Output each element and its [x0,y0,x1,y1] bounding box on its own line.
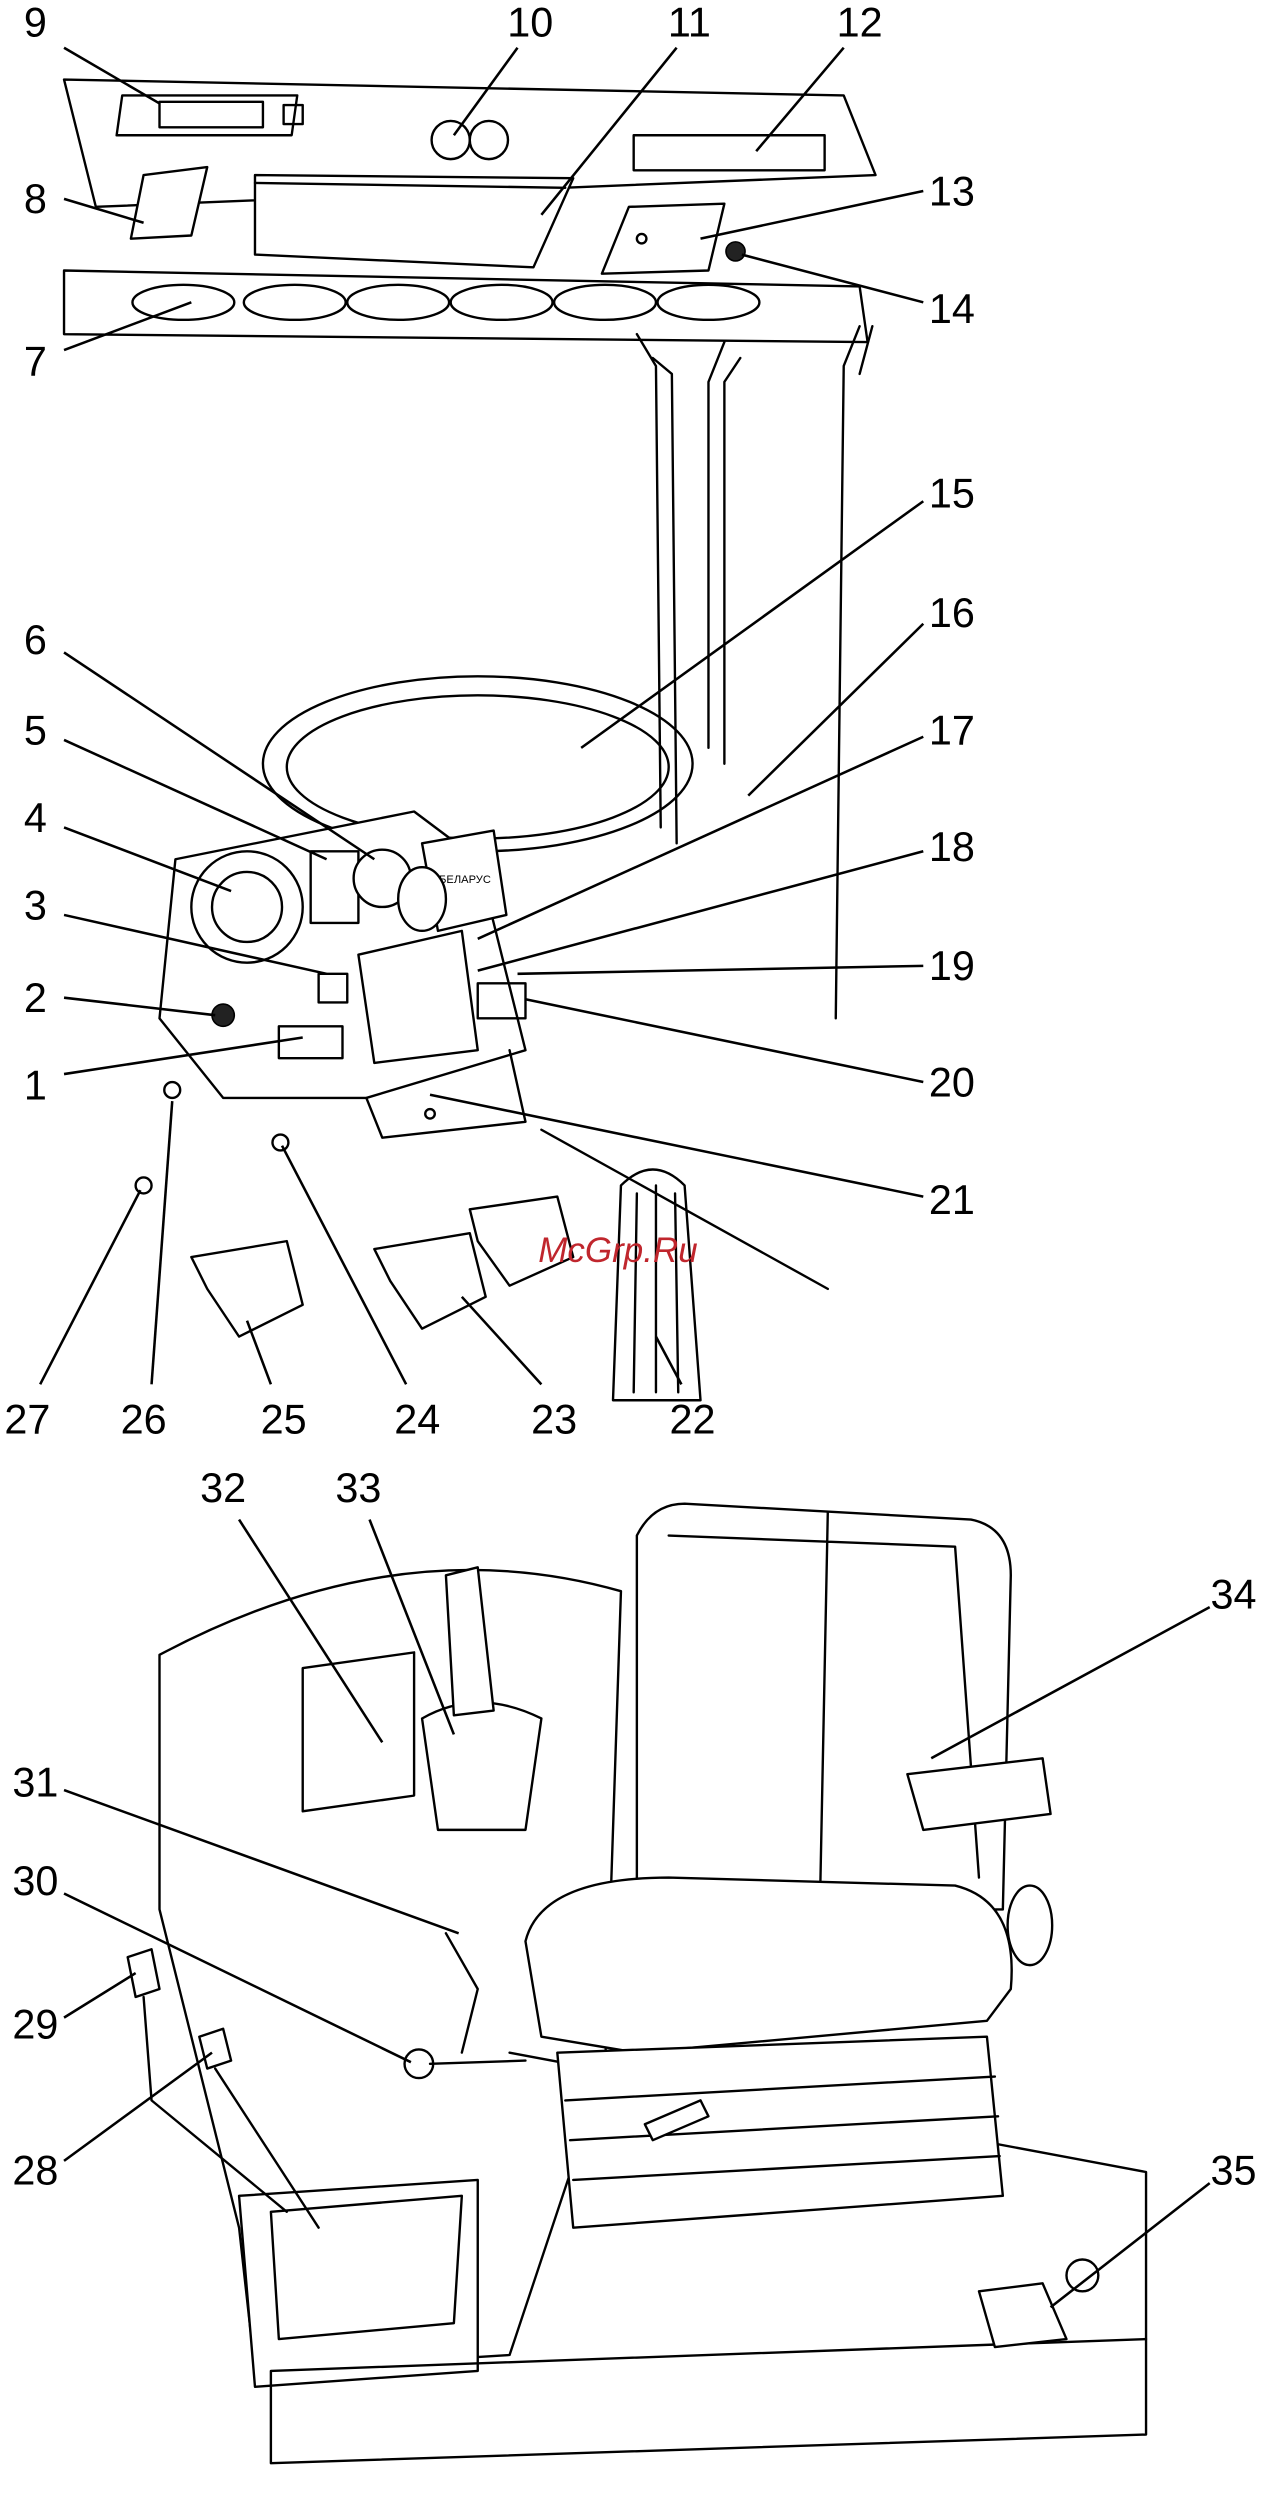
air-vent [449,283,554,322]
callout-number: 20 [929,1059,975,1105]
leader-line [245,1320,273,1385]
console [126,1566,623,2388]
leader-line [63,738,328,861]
callout-number: 16 [929,590,975,636]
callout-number: 23 [531,1397,577,1443]
callout-number: 30 [12,1858,58,1904]
air-vent [346,283,451,322]
callout-number: 2 [24,975,47,1021]
leader-line [63,1972,137,2019]
ceiling-panel [62,78,877,344]
watermark: McGrp.Ru [538,1231,697,1270]
callout-number: 3 [24,883,47,929]
leader-line [237,1518,384,1744]
seat [524,1502,1054,2229]
callout-number: 12 [837,0,883,46]
leader-line [517,964,924,976]
leader-line [63,1788,460,1935]
air-vent [552,283,658,322]
callout-number: 13 [929,168,975,214]
callout-number: 21 [929,1177,975,1223]
leader-line [280,1145,408,1385]
callout-number: 27 [4,1397,50,1443]
leader-line [741,253,924,304]
callout-number: 14 [929,286,975,332]
pedals [190,1168,702,1402]
leader-line [63,46,161,105]
leader-line [368,1519,456,1735]
callout-number: 22 [670,1397,716,1443]
leader-line [477,850,924,972]
callout-number: 17 [929,708,975,754]
leader-line [63,913,327,976]
callout-number: 19 [929,943,975,989]
callout-number: 35 [1211,2148,1257,2194]
leader-line [63,996,216,1017]
leader-line [63,826,232,893]
leader-line [429,1093,924,1198]
callout-number: 5 [24,708,47,754]
leader-line [63,301,192,352]
callout-number: 24 [394,1397,440,1443]
leader-line [63,1036,303,1076]
callout-number: 28 [12,2148,58,2194]
callout-number: 31 [12,1759,58,1805]
air-vent [656,283,761,322]
svg-text:БЕЛАРУС: БЕЛАРУС [439,874,491,886]
leader-line [654,1336,683,1385]
leader-line [580,500,925,749]
callout-number: 29 [12,2001,58,2047]
dashboard: БЕЛАРУС [158,810,527,1139]
callout-number: 10 [507,0,553,46]
leader-line [930,1605,1211,1760]
leader-line [540,46,678,216]
callout-number: 6 [24,617,47,663]
leader-line [1049,2182,1211,2309]
leader-line [477,735,924,940]
leader-line [755,46,845,152]
callout-number: 26 [121,1397,167,1443]
leader-line [452,46,519,137]
leader-line [150,1101,174,1385]
callout-number: 34 [1211,1572,1257,1618]
leader-line [63,2051,213,2162]
leader-line [39,1189,142,1385]
callout-number: 8 [24,176,47,222]
callout-number: 33 [335,1465,381,1511]
leader-line [63,1892,412,2064]
leader-line [700,189,924,240]
callout-number: 25 [261,1397,307,1443]
callout-number: 15 [929,471,975,517]
callout-number: 18 [929,824,975,870]
callout-number: 4 [24,795,47,841]
callout-number: 9 [24,0,47,46]
callout-number: 7 [24,339,47,385]
air-vent [131,283,236,322]
leader-line [460,1295,543,1386]
air-vent [242,283,347,322]
callout-number: 11 [668,0,711,46]
callout-number: 32 [200,1465,246,1511]
leader-line [525,998,924,1084]
leader-line [747,622,925,797]
leader-line [63,651,376,861]
callout-number: 1 [24,1063,47,1109]
leader-line [63,197,144,224]
